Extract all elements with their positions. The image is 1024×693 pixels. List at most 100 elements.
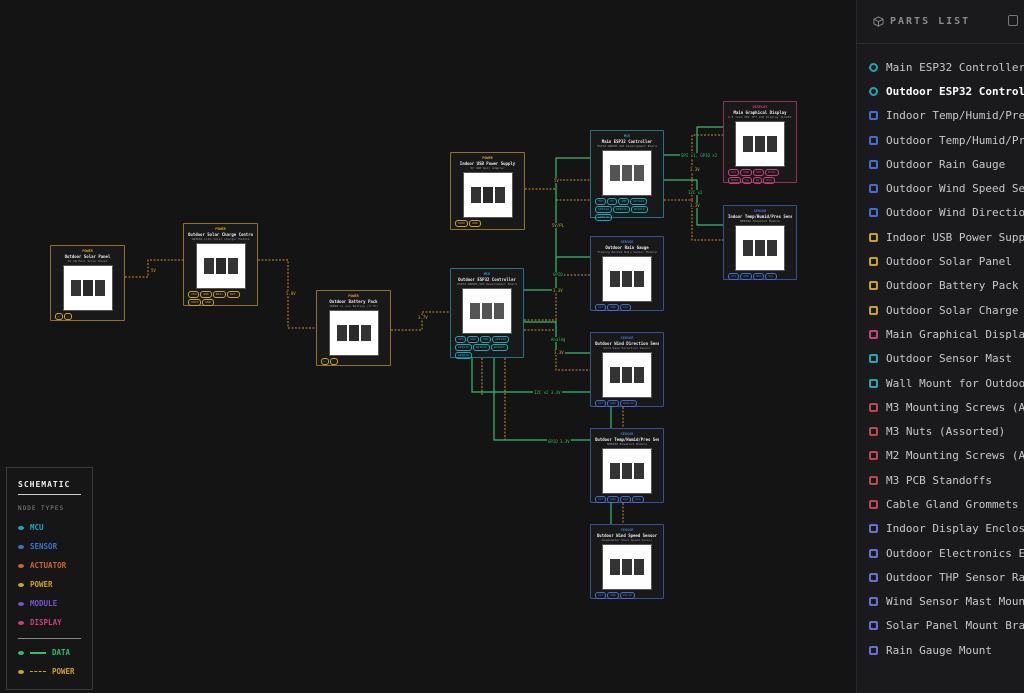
pin-badge[interactable]: GPIO23 [612,206,630,213]
pin-badge[interactable]: VIN [188,291,200,298]
pin-badge[interactable]: GND [607,496,619,503]
part-list-item[interactable]: Outdoor Wind Speed Se… [857,176,1024,200]
legend-item-sensor[interactable]: SENSOR [18,537,81,556]
part-list-item[interactable]: Indoor Temp/Humid/Pre… [857,104,1024,128]
part-list-item[interactable]: Cable Gland Grommets [857,492,1024,516]
part-list-item[interactable]: M3 Mounting Screws (A… [857,395,1024,419]
pin-badge[interactable]: PULSE [619,592,635,599]
pin-badge[interactable]: SCL [632,496,644,503]
part-list-item[interactable]: Outdoor Battery Pack [857,274,1024,298]
pin-badge[interactable]: VOUT [188,299,202,306]
eye-icon[interactable] [18,620,24,625]
part-list-item[interactable]: Outdoor Solar Panel [857,249,1024,273]
pin-badge[interactable]: VCC [728,169,740,176]
part-list-item[interactable]: Outdoor Temp/Humid/Pr… [857,128,1024,152]
legend-item-display[interactable]: DISPLAY [18,613,81,632]
pin-badge[interactable]: GPIO21 [630,198,648,205]
pin-badge[interactable]: VCC [595,496,607,503]
pin-badge[interactable]: VCC [595,400,607,407]
pin-badge[interactable]: GND [607,400,619,407]
eye-icon[interactable] [18,669,24,674]
eye-icon[interactable] [18,525,24,530]
legend-item-mcu[interactable]: MCU [18,518,81,537]
pin-badge[interactable]: DC [752,177,763,184]
pin-badge[interactable]: BAT+ [212,291,227,298]
pin-badge[interactable]: SCK [752,169,765,176]
part-list-item[interactable]: Main ESP32 Controller [857,55,1024,79]
legend-item-power[interactable]: POWER [18,575,81,594]
part-list-item[interactable]: M3 Nuts (Assorted) [857,419,1024,443]
pin-badge[interactable]: GND [740,169,752,176]
pin-badge[interactable]: GND [202,299,214,306]
eye-icon[interactable] [18,544,24,549]
pin-badge[interactable]: VCC [595,592,607,599]
pin-badge[interactable]: SIG [619,304,632,311]
pin-badge[interactable]: - [329,358,338,365]
pin-badge[interactable]: GPIO22 [595,206,612,213]
legend-edge-data[interactable]: DATA [18,643,81,662]
pin-badge[interactable]: GPIO26 [455,352,472,359]
pin-badge[interactable]: 5VDC [455,220,469,227]
part-list-item[interactable]: Wind Sensor Mast Mount [857,590,1024,614]
pin-badge[interactable]: 5V [607,198,618,205]
part-list-item[interactable]: M3 PCB Standoffs [857,468,1024,492]
pin-badge[interactable]: GND [467,336,479,343]
part-list-item[interactable]: Outdoor Solar Charge … [857,298,1024,322]
legend-edge-power[interactable]: POWER [18,662,81,681]
eye-icon[interactable] [18,563,24,568]
pin-badge[interactable]: GPIO33 [455,344,472,351]
pin-badge[interactable]: SDA [619,496,632,503]
pin-badge[interactable]: 3V3 [455,336,467,343]
eye-icon[interactable] [18,601,24,606]
pin-badge[interactable]: SDA [752,273,765,280]
pin-badge[interactable]: - [63,313,72,320]
pin-badge[interactable]: 3V3 [595,198,607,205]
pin-badge[interactable]: GND [469,220,481,227]
part-list-item[interactable]: M2 Mounting Screws (A… [857,444,1024,468]
eye-icon[interactable] [18,650,24,655]
pin-badge[interactable]: GND [200,291,212,298]
part-list-item[interactable]: Main Graphical Display [857,322,1024,346]
pin-badge[interactable]: GND [740,273,752,280]
pin-badge[interactable]: GND [607,304,619,311]
part-list-item[interactable]: Wall Mount for Outdoo… [857,371,1024,395]
collapse-panel-icon[interactable] [1008,15,1018,26]
pin-badge[interactable]: ANALOG [619,400,637,407]
pin-badge[interactable]: GPIO34 [472,344,490,351]
part-list-item[interactable]: Outdoor THP Sensor Ra… [857,565,1024,589]
pin-badge[interactable]: SCL [765,273,777,280]
pin-badge[interactable]: VIN [479,336,492,343]
part-list-item[interactable]: Outdoor Sensor Mast [857,347,1024,371]
pin-badge[interactable]: RST [763,177,775,184]
legend-item-actuator[interactable]: ACTUATOR [18,556,81,575]
pin-badge[interactable]: MOSI [728,177,742,184]
part-list-item[interactable]: Outdoor Wind Directio… [857,201,1024,225]
part-list-item[interactable]: Indoor Display Enclos… [857,517,1024,541]
legend-item-module[interactable]: MODULE [18,594,81,613]
part-list-item[interactable]: Outdoor ESP32 Control… [857,79,1024,103]
pin-badge[interactable]: MISO [765,169,779,176]
part-list-item[interactable]: Outdoor Electronics E… [857,541,1024,565]
pin-badge[interactable]: CS [742,177,752,184]
pin-badge[interactable]: VCC [595,304,607,311]
part-list-item[interactable]: Rain Gauge Mount [857,638,1024,662]
part-list-item[interactable]: Outdoor Rain Gauge [857,152,1024,176]
pin-badge[interactable]: GPIO27 [490,344,508,351]
eye-icon[interactable] [18,582,24,587]
pin-badge[interactable]: BAT- [227,291,241,298]
pin-badge[interactable]: GPIO32 [492,336,510,343]
pin-badge[interactable]: GPIO18 [595,214,612,221]
